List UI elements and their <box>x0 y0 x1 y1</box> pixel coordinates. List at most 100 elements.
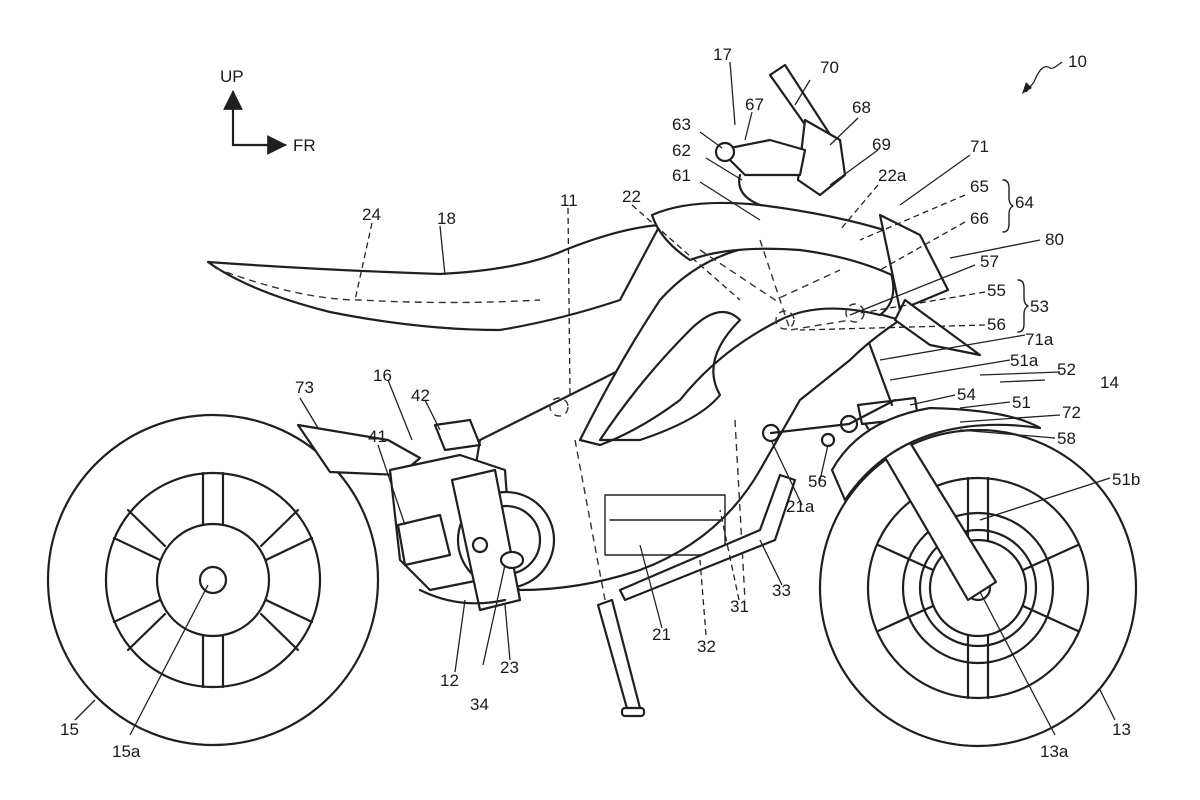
headlight-cowl <box>878 213 950 312</box>
label-57: 57 <box>980 252 999 271</box>
label-64: 64 <box>1015 193 1034 212</box>
rear-hub <box>155 522 271 638</box>
label-17: 17 <box>713 45 732 64</box>
rear-wheel <box>46 413 380 747</box>
label-61: 61 <box>672 166 691 185</box>
label-11: 11 <box>560 191 578 210</box>
label-12: 12 <box>440 671 459 690</box>
label-15: 15 <box>60 720 79 739</box>
figure-ref-label: 10 <box>1068 52 1087 71</box>
cockpit <box>714 63 982 357</box>
label-51a: 51a <box>1010 351 1039 370</box>
label-32: 32 <box>697 637 716 656</box>
label-51b: 51b <box>1112 470 1140 489</box>
front-tire-outer <box>818 428 1138 748</box>
label-21a: 21a <box>786 497 815 516</box>
label-34: 34 <box>470 695 489 714</box>
fuel-tank-cover <box>578 243 895 447</box>
figure-ref-leader <box>1025 61 1063 93</box>
rear-tire-outer <box>46 413 380 747</box>
label-56-lower: 56 <box>808 472 827 491</box>
front-hub <box>928 538 1028 638</box>
dashed-frame-4 <box>759 239 851 331</box>
reference-labels: 17 70 63 67 68 62 69 61 22a 71 65 64 66 … <box>60 45 1140 761</box>
seat-tail <box>206 223 662 332</box>
label-58: 58 <box>1057 429 1076 448</box>
label-54: 54 <box>957 385 976 404</box>
label-18: 18 <box>437 209 456 228</box>
tail-internal-dashed <box>214 267 541 304</box>
dashed-frame-2 <box>734 419 746 601</box>
side-stand-foot <box>620 706 646 718</box>
label-13a: 13a <box>1040 742 1069 761</box>
pivot-dashed-1 <box>549 397 569 417</box>
label-67: 67 <box>745 95 764 114</box>
pivot-dashed-2 <box>775 310 795 330</box>
controller-box <box>396 513 452 567</box>
front-tire-inner <box>866 476 1090 700</box>
label-22a: 22a <box>878 166 907 185</box>
figure-ref-arrow-icon <box>1022 82 1032 94</box>
label-80: 80 <box>1045 230 1064 249</box>
label-62: 62 <box>672 141 691 160</box>
label-33: 33 <box>772 581 791 600</box>
meter-panel <box>796 118 847 197</box>
rear-shock-mount <box>433 418 482 452</box>
label-42: 42 <box>411 386 430 405</box>
underbody <box>596 473 797 718</box>
drive-sprocket <box>499 550 525 570</box>
front-disc-outer <box>901 511 1055 665</box>
linkage <box>761 398 897 448</box>
main-body <box>468 201 904 601</box>
rear-tire-inner <box>104 471 322 689</box>
label-72: 72 <box>1062 403 1081 422</box>
figure-reference: 10 <box>1022 52 1087 94</box>
label-55: 55 <box>987 281 1006 300</box>
label-69: 69 <box>872 135 891 154</box>
label-65: 65 <box>970 177 989 196</box>
label-22: 22 <box>622 187 641 206</box>
label-53: 53 <box>1030 297 1049 316</box>
label-68: 68 <box>852 98 871 117</box>
label-52: 52 <box>1057 360 1076 379</box>
up-label: UP <box>220 67 244 86</box>
battery-cell <box>604 494 726 556</box>
rear-wheel-spokes <box>112 471 314 689</box>
upper-cowl <box>650 201 904 282</box>
linkage-bar <box>769 398 897 435</box>
front-fork <box>830 338 1042 602</box>
bracket-53 <box>1017 279 1029 333</box>
label-24: 24 <box>362 205 381 224</box>
linkage-pivot-2 <box>820 432 836 448</box>
front-wheel <box>818 428 1138 748</box>
front-fender <box>830 406 1042 502</box>
side-stand <box>596 598 642 714</box>
front-wheel-spokes <box>876 476 1080 700</box>
label-13: 13 <box>1112 720 1131 739</box>
label-66: 66 <box>970 209 989 228</box>
handlebar <box>718 138 807 177</box>
dashed-frame-3 <box>699 249 841 301</box>
rear-section <box>206 223 662 477</box>
label-21: 21 <box>652 625 671 644</box>
label-15a: 15a <box>112 742 141 761</box>
lower-cover <box>618 473 797 602</box>
orientation-indicator: UP FR <box>220 67 316 155</box>
swingarm-pivot <box>471 536 489 554</box>
label-73: 73 <box>295 378 314 397</box>
front-label: FR <box>293 136 316 155</box>
label-41: 41 <box>368 427 387 446</box>
label-51: 51 <box>1012 393 1031 412</box>
dashed-frame-1 <box>574 439 606 601</box>
label-31: 31 <box>730 597 749 616</box>
label-23: 23 <box>500 658 519 677</box>
pivot-dashed-3 <box>845 303 865 323</box>
bracket-64 <box>1002 179 1014 233</box>
front-beak <box>893 298 982 357</box>
drive-belt <box>418 588 507 605</box>
label-16: 16 <box>373 366 392 385</box>
label-63: 63 <box>672 115 691 134</box>
leader-lines <box>74 61 1116 736</box>
label-71a: 71a <box>1025 330 1054 349</box>
